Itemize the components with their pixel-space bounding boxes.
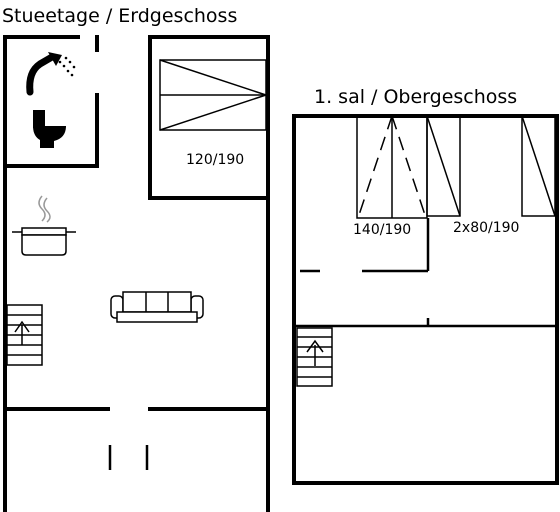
upper-floor-bed-single-a: [426, 115, 461, 217]
upper-floor-bed-single-b: [521, 115, 556, 217]
ground-floor-bed: [159, 59, 267, 131]
upper-floor-title: 1. sal / Obergeschoss: [314, 86, 517, 108]
ground-floor-walls: [3, 35, 270, 512]
ground-floor-title: Stueetage / Erdgeschoss: [2, 5, 237, 27]
upper-floor-bed-double: [356, 115, 428, 219]
stairs-icon: [6, 304, 43, 366]
upper-bed-label-2: 2x80/190: [453, 220, 519, 236]
shower-icon: [26, 52, 76, 96]
sofa-icon: [110, 291, 204, 323]
cooking-pot-icon: [12, 195, 76, 256]
upper-bed-label-1: 140/190: [353, 222, 411, 238]
upper-floor-walls: [292, 114, 559, 485]
ground-bed-label: 120/190: [186, 152, 244, 168]
toilet-icon: [33, 110, 66, 148]
upper-stairs-icon: [296, 327, 333, 387]
